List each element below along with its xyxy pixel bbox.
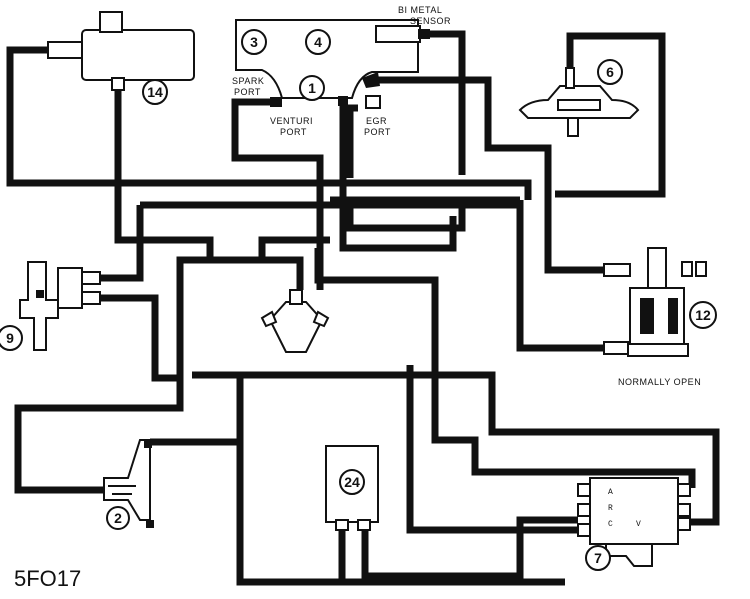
label-24: 24: [344, 474, 360, 490]
label-bimetal-2: SENSOR: [410, 16, 451, 26]
hose-venturi-port: [339, 102, 457, 252]
label-egr-1: EGR: [366, 116, 387, 126]
distributor: [260, 289, 330, 353]
label-venturi-2: PORT: [280, 127, 307, 137]
hose-bimetal: [428, 30, 466, 175]
hose-distributor: [258, 236, 330, 258]
label-bimetal-1: BI METAL: [398, 5, 442, 15]
hose-2-to-solenoid: [150, 378, 565, 586]
label-12: 12: [695, 307, 711, 323]
hose-solenoid-bottom: [406, 365, 578, 534]
label-7-r: R: [608, 504, 613, 513]
label-6: 6: [606, 64, 614, 80]
diagram-code: 5FO17: [14, 566, 81, 591]
hose-9-top: [100, 205, 144, 282]
label-7-a: A: [608, 488, 613, 497]
label-3: 3: [250, 34, 258, 50]
hose-14-down: [114, 88, 214, 258]
hose-to-solenoid-a: [314, 248, 696, 488]
component-2: 2: [103, 439, 154, 530]
hose-middle-right: [192, 371, 720, 526]
label-9: 9: [6, 330, 14, 346]
component-14: 14: [47, 11, 195, 105]
label-1: 1: [308, 80, 316, 96]
hose-egr-valve: [555, 32, 666, 198]
label-spark-2: PORT: [234, 87, 261, 97]
label-7: 7: [594, 550, 602, 566]
hose-24-right: [361, 516, 578, 580]
label-7-v: V: [636, 520, 641, 529]
component-7: A R C V 7: [577, 477, 691, 571]
component-24: 24: [325, 445, 379, 531]
hose-to-2: [14, 378, 184, 494]
hose-12-bottom: [516, 200, 604, 352]
component-12: 12 NORMALLY OPEN: [603, 247, 717, 387]
label-14: 14: [147, 84, 163, 100]
hose-carb-to-12: [372, 76, 604, 274]
label-spark-1: SPARK: [232, 76, 264, 86]
vacuum-hoses: [6, 30, 720, 586]
component-9: 9: [0, 261, 101, 351]
carb-labels: BI METAL SENSOR SPARK PORT VENTURI PORT …: [232, 5, 451, 137]
label-normally-open: NORMALLY OPEN: [618, 377, 701, 387]
component-6: 6: [518, 59, 640, 137]
label-venturi-1: VENTURI: [270, 116, 313, 126]
label-2: 2: [114, 510, 122, 526]
hose-egr-port: [346, 104, 466, 232]
label-7-c: C: [608, 520, 613, 529]
label-4: 4: [314, 34, 322, 50]
hose-14-left-loop: [6, 46, 532, 200]
label-egr-2: PORT: [364, 127, 391, 137]
carburetor-block: 3 4 1: [235, 19, 430, 109]
